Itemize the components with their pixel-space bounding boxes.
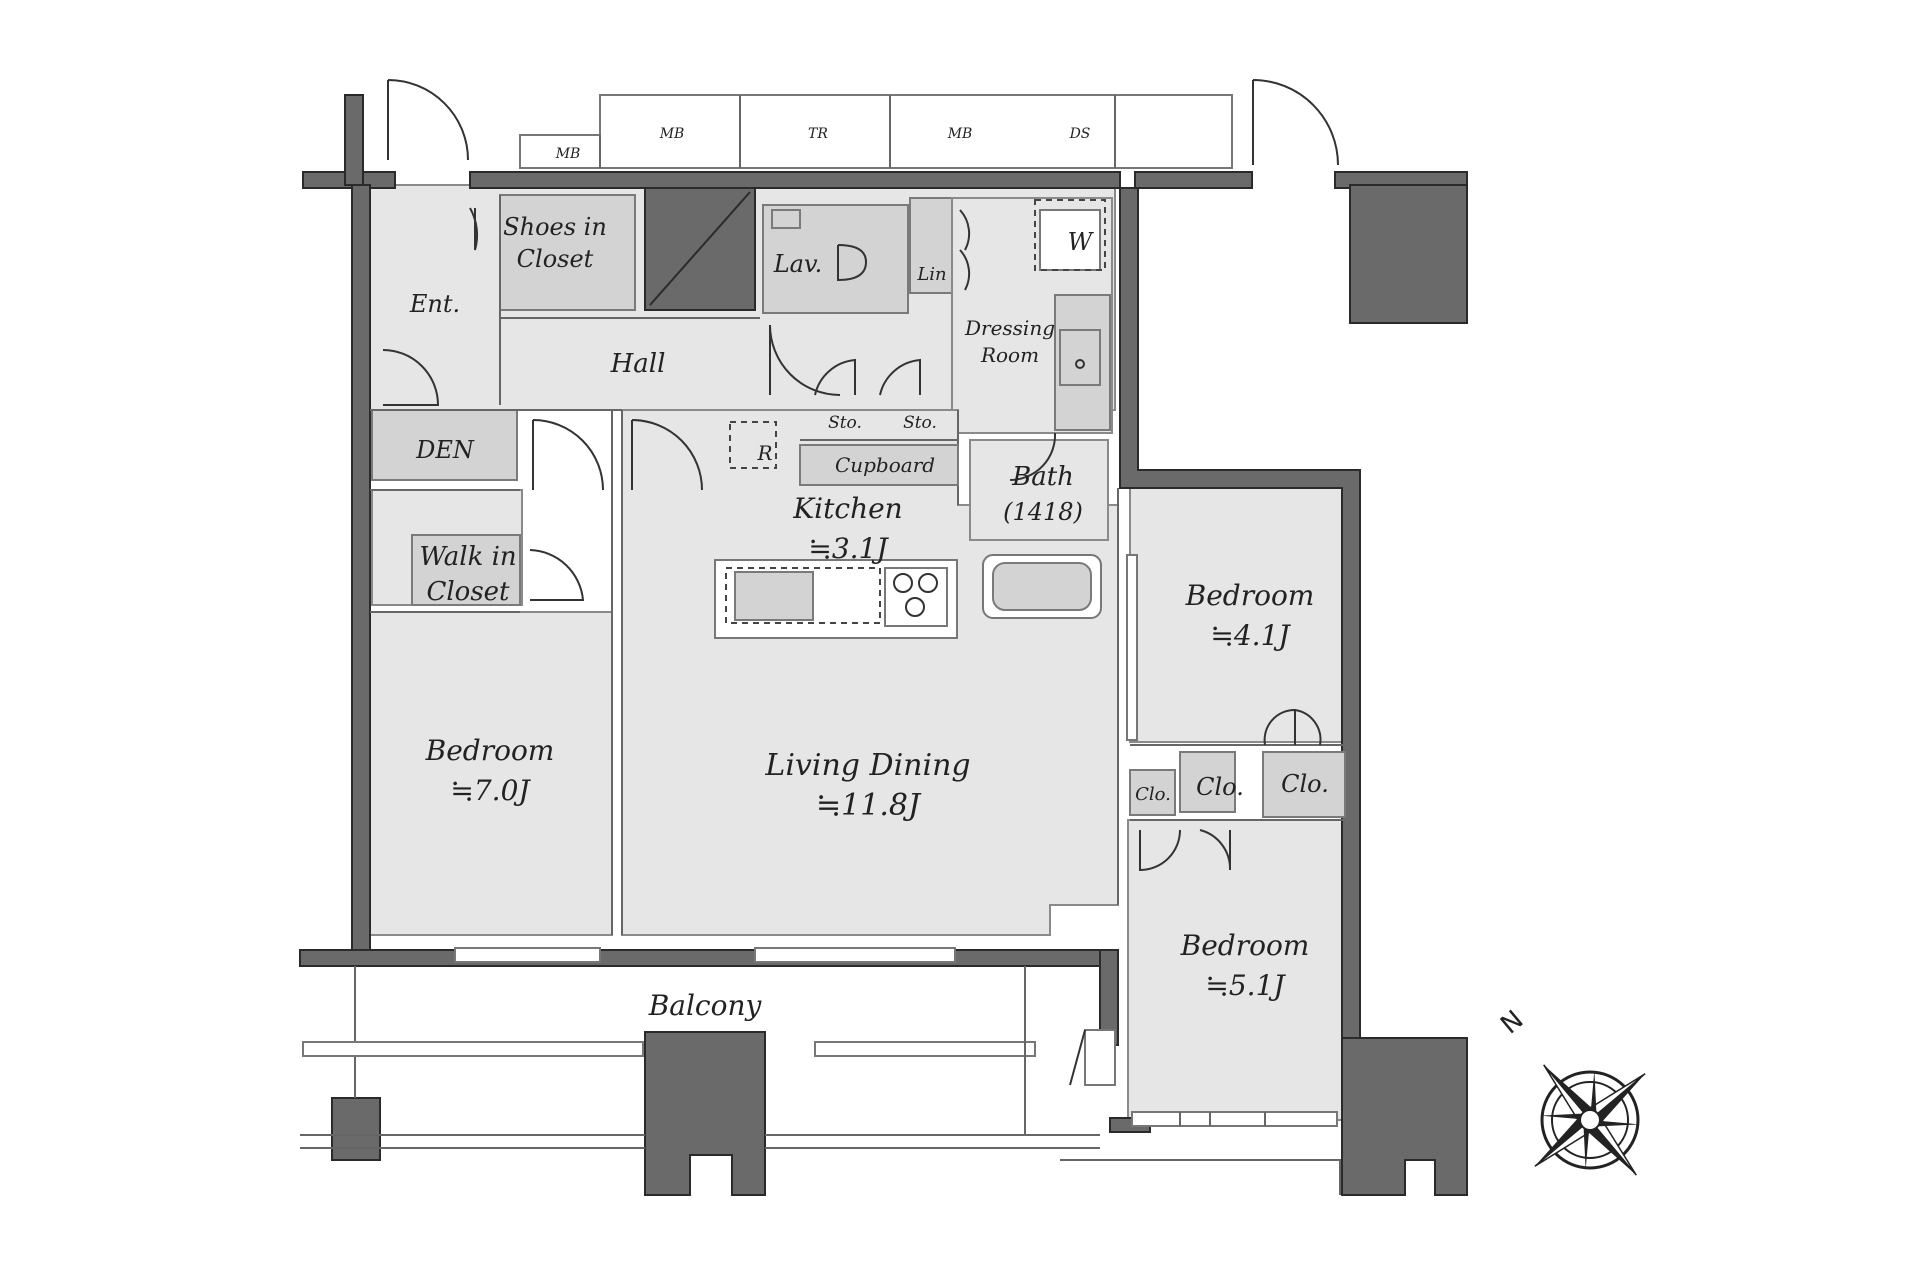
label-linen: Lin	[916, 264, 946, 285]
label-living-line2: ≒11.8J	[816, 788, 922, 823]
label-walkin-line1: Walk in	[419, 542, 516, 572]
label-shoes-closet-line2: Closet	[517, 245, 594, 273]
label-meter-mb-1: MB	[555, 146, 581, 162]
kitchen-counter	[714, 421, 959, 639]
label-kitchen-line2: ≒3.1J	[808, 532, 889, 565]
bath	[969, 439, 1109, 541]
label-bath-line2: (1418)	[1003, 498, 1083, 526]
label-shoes-closet-line1: Shoes in	[503, 213, 607, 241]
room-labels: MB MB TR MB DS Shoes in Closet Lav. Lin …	[409, 126, 1329, 1022]
label-den: DEN	[415, 436, 475, 464]
label-hall: Hall	[610, 349, 666, 379]
label-meter-tr: TR	[808, 126, 828, 142]
label-storage-2: Sto.	[903, 413, 937, 433]
balcony-structure	[300, 966, 1341, 1195]
partitions	[370, 195, 1345, 935]
label-bedroom-south-line2: ≒5.1J	[1205, 969, 1286, 1002]
label-walkin-line2: Closet	[426, 577, 510, 607]
label-bedroom-east-line1: Bedroom	[1185, 579, 1315, 612]
label-dressing-line1: Dressing	[964, 316, 1055, 340]
label-lavatory: Lav.	[773, 250, 823, 278]
label-closet-a: Clo.	[1196, 773, 1244, 801]
label-dressing-line2: Room	[980, 343, 1039, 367]
walkin-closet	[411, 534, 521, 606]
closet-boxes	[1129, 751, 1346, 818]
label-meter-mb-2: MB	[659, 126, 685, 142]
label-closet-b: Clo.	[1281, 770, 1329, 798]
bathtub	[982, 554, 1102, 619]
label-bedroom-west-line2: ≒7.0J	[450, 774, 531, 807]
label-closet-small: Clo.	[1135, 784, 1171, 805]
meter-boxes	[519, 94, 1233, 169]
label-cupboard: Cupboard	[835, 453, 935, 477]
room-fills	[369, 184, 1346, 1121]
compass-rose: N	[1495, 1005, 1646, 1176]
windows	[454, 554, 1338, 1127]
compass-north-label: N	[1495, 1005, 1529, 1040]
label-meter-mb-3: MB	[947, 126, 973, 142]
shoes-closet	[499, 194, 636, 311]
bedroom-east	[1129, 486, 1346, 743]
linen-closet	[909, 197, 953, 294]
label-balcony: Balcony	[648, 989, 763, 1022]
label-bedroom-west-line1: Bedroom	[425, 734, 555, 767]
label-bedroom-south-line1: Bedroom	[1180, 929, 1310, 962]
label-entrance: Ent.	[409, 290, 460, 318]
label-living-line1: Living Dining	[764, 748, 970, 783]
den	[371, 409, 518, 481]
label-bath-line1: Bath	[1011, 462, 1074, 492]
fixtures	[771, 199, 1106, 386]
label-bedroom-east-line2: ≒4.1J	[1210, 619, 1291, 652]
label-meter-ds: DS	[1069, 126, 1091, 142]
label-washer: W	[1068, 228, 1095, 256]
label-storage-1: Sto.	[828, 413, 862, 433]
doors	[382, 79, 1339, 872]
label-kitchen-line1: Kitchen	[792, 492, 902, 525]
label-fridge: R	[756, 441, 772, 465]
